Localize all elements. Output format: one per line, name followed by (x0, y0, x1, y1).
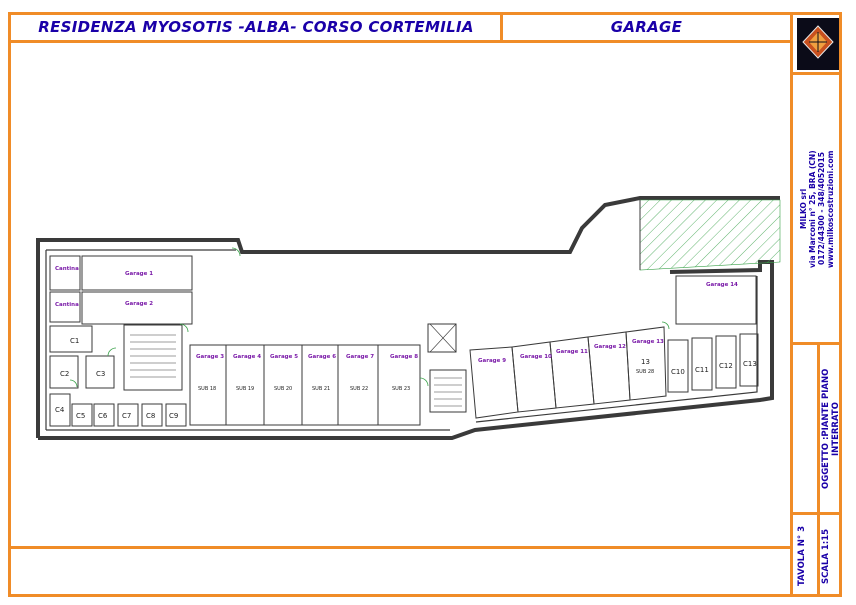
garage-13-label: Garage 13 (632, 339, 664, 345)
garage-10-label: Garage 10 (520, 354, 552, 360)
garage-13-sub: SUB 28 (636, 369, 654, 375)
logo-emblem-icon (797, 18, 839, 70)
cellar-c9: C9 (169, 412, 178, 420)
garage-5-sub: SUB 20 (274, 386, 292, 392)
cellar-c10: C10 (671, 368, 685, 376)
garage-7-sub: SUB 22 (350, 386, 368, 392)
cellar-c5: C5 (76, 412, 85, 420)
cellar-c7: C7 (122, 412, 131, 420)
garage-12-label: Garage 12 (594, 344, 626, 350)
unit-13-label: 13 (641, 358, 650, 366)
garage-6-label: Garage 6 (308, 354, 336, 360)
cellar-c1: C1 (70, 337, 79, 345)
sidebar-hline-3 (790, 512, 842, 515)
sheet-title: GARAGE (610, 18, 683, 36)
ramp (639, 199, 781, 271)
footer-divider (8, 546, 792, 549)
garage-7-label: Garage 7 (346, 354, 374, 360)
cellar-c3: C3 (96, 370, 105, 378)
cellar-c13: C13 (743, 360, 757, 368)
garage-11-label: Garage 11 (556, 349, 588, 355)
garage-5-label: Garage 5 (270, 354, 298, 360)
garage-9-label: Garage 9 (478, 358, 506, 364)
garage-3-sub: SUB 18 (198, 386, 216, 392)
garage-6-sub: SUB 21 (312, 386, 330, 392)
sidebar-divider-2 (817, 345, 820, 597)
garage-4-sub: SUB 19 (236, 386, 254, 392)
garage-8-sub: SUB 23 (392, 386, 410, 392)
cellar-c4: C4 (55, 406, 65, 414)
garage-8-label: Garage 8 (390, 354, 418, 360)
sidebar-hline-1 (790, 72, 842, 75)
cantina-2-label: Cantina (55, 302, 79, 308)
cellar-c11: C11 (695, 366, 709, 374)
outer-walls (36, 196, 780, 440)
project-title: RESIDENZA MYOSOTIS -ALBA- CORSO CORTEMIL… (38, 18, 474, 36)
company-logo (797, 18, 839, 70)
cellar-c8: C8 (146, 412, 155, 420)
garage-4-label: Garage 4 (233, 354, 261, 360)
cellar-c12: C12 (719, 362, 733, 370)
garage-3-label: Garage 3 (196, 354, 224, 360)
garage-2-label: Garage 2 (125, 301, 153, 307)
header-separator (500, 12, 503, 42)
cellar-c2: C2 (60, 370, 69, 378)
cellar-c6: C6 (98, 412, 108, 420)
cantina-1-label: Cantina (55, 266, 79, 272)
sidebar-hline-2 (790, 342, 842, 345)
header-divider (8, 40, 792, 43)
garage-14-label: Garage 14 (706, 282, 738, 288)
drawing-frame (8, 12, 842, 597)
sidebar-divider (790, 12, 793, 597)
garage-1-label: Garage 1 (125, 271, 153, 277)
